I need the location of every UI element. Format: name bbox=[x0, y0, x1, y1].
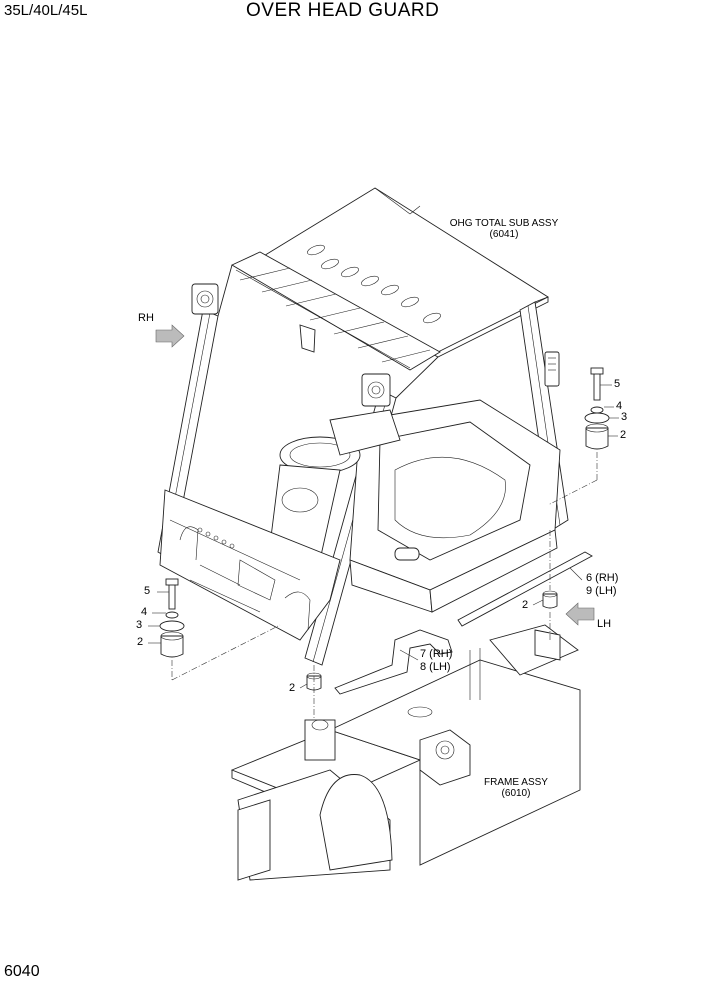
front-panel bbox=[159, 489, 341, 641]
callout-4-left: 4 bbox=[141, 606, 148, 618]
ohg-assembly-name: OHG TOTAL SUB ASSY bbox=[449, 218, 559, 229]
leader-lines bbox=[148, 384, 619, 720]
lh-arrow bbox=[565, 602, 595, 626]
page-title: OVER HEAD GUARD bbox=[246, 0, 440, 21]
work-lamps bbox=[191, 283, 560, 407]
callout-2-center: 2 bbox=[289, 682, 296, 694]
frame-assembly-code: (6010) bbox=[501, 788, 531, 799]
weather-strips bbox=[334, 551, 593, 695]
callout-9-lh: 9 (LH) bbox=[586, 585, 617, 597]
callout-4-right: 4 bbox=[616, 400, 623, 412]
callout-8-lh: 8 (LH) bbox=[420, 661, 451, 673]
rh-direction-label: RH bbox=[138, 312, 154, 324]
callout-5-left: 5 bbox=[144, 585, 151, 597]
frame-assembly bbox=[230, 624, 581, 881]
ohg-assembly-label: OHG TOTAL SUB ASSY (6041) bbox=[446, 218, 562, 240]
callout-6-rh: 6 (RH) bbox=[586, 572, 619, 584]
ohg-roof bbox=[231, 187, 549, 371]
frame-assembly-label: FRAME ASSY (6010) bbox=[476, 777, 556, 799]
callout-5-right: 5 bbox=[614, 378, 621, 390]
model-label: 35L/40L/45L bbox=[4, 2, 88, 19]
callout-2-left: 2 bbox=[137, 636, 144, 648]
callout-3-right: 3 bbox=[621, 411, 628, 423]
rh-arrow bbox=[155, 324, 185, 348]
mount-parts-left bbox=[159, 578, 185, 658]
ohg-assembly-code: (6041) bbox=[489, 229, 519, 240]
truck-body bbox=[269, 399, 561, 613]
callout-3-left: 3 bbox=[136, 619, 143, 631]
frame-assembly-name: FRAME ASSY bbox=[484, 777, 548, 788]
page-number: 6040 bbox=[4, 963, 40, 980]
callout-2-right: 2 bbox=[620, 429, 627, 441]
callout-2-rear: 2 bbox=[522, 599, 529, 611]
mount-parts-right bbox=[584, 367, 610, 450]
lh-direction-label: LH bbox=[597, 618, 612, 630]
callout-7-rh: 7 (RH) bbox=[420, 648, 453, 660]
